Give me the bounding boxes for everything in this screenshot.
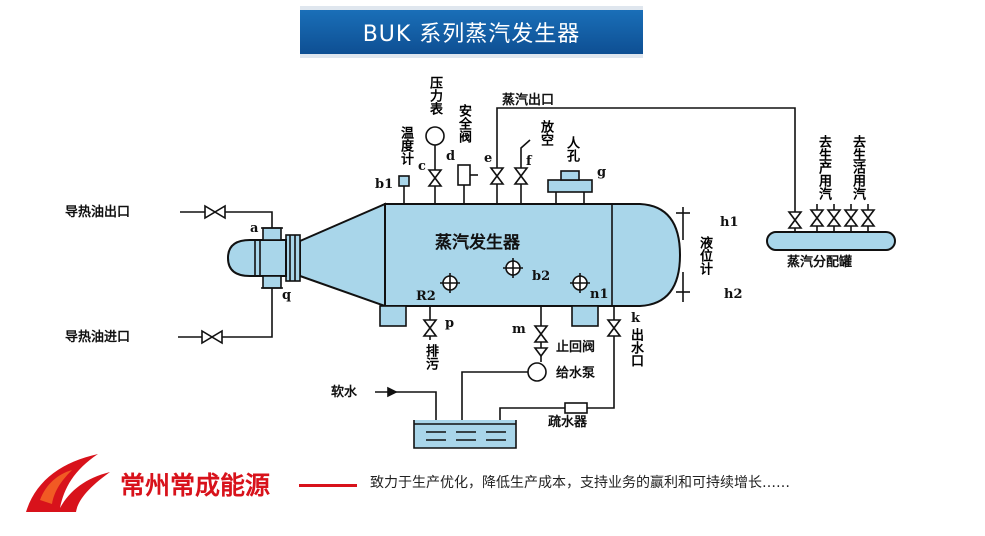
label-steam-outlet: 蒸汽出口 <box>502 92 554 108</box>
tag-n1: n1 <box>590 287 609 302</box>
saddle-right <box>571 305 599 327</box>
company-dash <box>299 484 357 487</box>
tag-p: p <box>445 316 454 331</box>
tag-q: q <box>282 288 291 303</box>
manhole <box>547 179 593 193</box>
saddle-left <box>379 305 407 327</box>
label-thermometer: 温度计 <box>398 126 413 165</box>
label-oil-outlet: 导热油出口 <box>65 204 130 220</box>
label-soft-water: 软水 <box>331 384 358 400</box>
label-blowdown: 排污 <box>423 344 438 370</box>
cone-section <box>299 202 386 308</box>
label-to-domestic: 去生活用汽 <box>850 135 865 200</box>
tag-d: d <box>446 149 455 164</box>
label-safety-valve: 安全阀 <box>456 104 471 143</box>
tag-h1: h1 <box>720 215 739 230</box>
steam-trap <box>564 402 588 414</box>
label-vent: 放空 <box>538 120 553 146</box>
tag-b1: b1 <box>375 177 393 192</box>
label-pressure-gauge: 压力表 <box>427 76 442 115</box>
tag-h2: h2 <box>724 287 743 302</box>
label-oil-inlet: 导热油进口 <box>65 329 130 345</box>
generator-vessel <box>384 203 682 307</box>
tag-f: f <box>526 154 533 169</box>
flange <box>285 234 301 282</box>
label-feed-pump: 给水泵 <box>556 365 595 381</box>
company-slogan: 致力于生产优化，降低生产成本，支持业务的赢利和可持续增长…… <box>370 475 790 491</box>
label-check-valve: 止回阀 <box>556 339 595 355</box>
title-banner: BUK 系列蒸汽发生器 <box>300 6 643 58</box>
label-water-outlet: 出水口 <box>628 328 643 367</box>
label-level-gauge: 液位计 <box>697 236 712 275</box>
label-generator: 蒸汽发生器 <box>435 232 521 253</box>
company-name: 常州常成能源 <box>120 471 271 500</box>
tag-m: m <box>512 322 526 337</box>
tag-b2: b2 <box>532 269 550 284</box>
label-steam-header: 蒸汽分配罐 <box>787 254 852 270</box>
feed-pump <box>527 362 547 382</box>
tag-k: k <box>631 311 641 326</box>
tag-a: a <box>250 221 259 236</box>
steam-header <box>766 231 896 251</box>
tag-g: g <box>597 165 606 180</box>
water-tank <box>413 420 517 449</box>
tag-c: c <box>418 159 426 174</box>
pressure-gauge-dial <box>425 126 445 146</box>
label-trap: 疏水器 <box>548 414 588 430</box>
diagram-title: BUK 系列蒸汽发生器 <box>362 22 581 47</box>
label-to-production: 去生产用汽 <box>816 135 831 200</box>
label-manhole: 人孔 <box>564 136 579 162</box>
tag-e: e <box>484 151 492 166</box>
exchanger-head <box>226 239 287 277</box>
tag-R2: R2 <box>416 289 436 304</box>
flame-logo <box>26 454 110 512</box>
